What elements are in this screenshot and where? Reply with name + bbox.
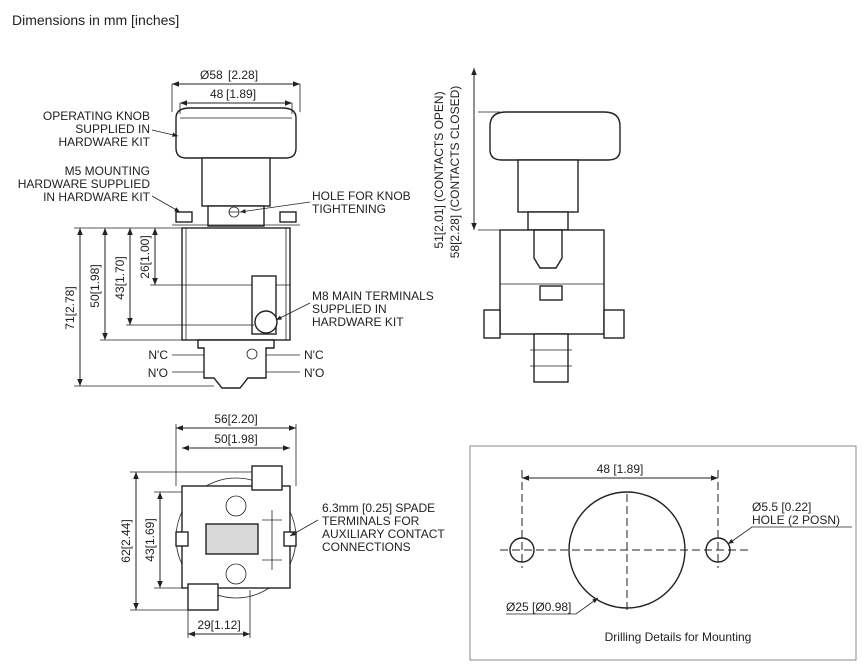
center-hole [568, 491, 686, 609]
dim-knob-diameter-in: [2.28] [228, 68, 258, 82]
top-terminal-bottom [187, 583, 219, 611]
drilling-details: 48 [1.89] Ø5.5 [0.22] HOLE (2 POSN) Ø25 … [469, 445, 857, 661]
dim-height-43: 43[1.70] [113, 256, 127, 299]
drilling-frame [469, 445, 857, 661]
dim-top-width-50: 50[1.98] [214, 432, 257, 446]
note-spade-line4: CONNECTIONS [322, 540, 411, 554]
spade-terminal-block [205, 523, 259, 555]
note-terminals-line3: HARDWARE KIT [312, 315, 404, 329]
dim-contacts-closed: 58[2.28] (CONTACTS CLOSED) [448, 86, 462, 259]
note-spade-line2: TERMINALS FOR [322, 514, 420, 528]
dim-contacts-open: 51[2.01] (CONTACTS OPEN) [432, 91, 446, 248]
dim-hole-diameter: Ø5.5 [0.22] [752, 500, 811, 514]
page-title: Dimensions in mm [inches] [12, 12, 180, 28]
note-spade-line1: 6.3mm [0.25] SPADE [322, 501, 435, 515]
dim-hole-note: HOLE (2 POSN) [752, 513, 840, 527]
dim-height-50: 50[1.98] [88, 264, 102, 307]
side-view: 51[2.01] (CONTACTS OPEN) 58[2.28] (CONTA… [432, 68, 625, 383]
front-view: Ø58 [2.28] 48 [1.89] OPERATING KNOB SUPP… [18, 68, 434, 389]
dim-hole-spacing: 48 [1.89] [597, 462, 644, 476]
note-hole-line2: TIGHTENING [312, 202, 386, 216]
dim-top-width-29: 29[1.12] [197, 618, 240, 632]
label-nc-left: N'C [148, 348, 168, 362]
side-knob [489, 111, 621, 161]
note-terminals-line1: M8 MAIN TERMINALS [312, 289, 434, 303]
operating-knob [175, 107, 297, 159]
label-nc-right: N'C [304, 348, 324, 362]
note-knob-line2: SUPPLIED IN [75, 122, 150, 136]
dim-knob-diameter: Ø58 [200, 68, 223, 82]
dim-knob-width-in: [1.89] [226, 87, 256, 101]
note-knob-line3: HARDWARE KIT [58, 135, 150, 149]
top-terminal-top [251, 465, 283, 491]
label-no-right: N'O [304, 366, 324, 380]
side-terminal-right [603, 309, 625, 339]
top-view: 56[2.20] 50[1.98] 29[1.12] 62[2.44] 43[1… [119, 412, 445, 638]
dim-top-height-43: 43[1.69] [143, 518, 157, 561]
dim-height-71: 71[2.78] [63, 286, 77, 329]
main-terminal [254, 310, 278, 334]
note-mounting-line3: IN HARDWARE KIT [43, 190, 151, 204]
mounting-hole-right [705, 537, 731, 563]
note-hole-line1: HOLE FOR KNOB [312, 189, 411, 203]
mounting-screw-left [175, 211, 193, 223]
drilling-caption: Drilling Details for Mounting [605, 630, 752, 644]
aux-contact-block [197, 339, 275, 389]
mounting-screw-right [279, 211, 297, 223]
dim-knob-width: 48 [210, 87, 224, 101]
note-terminals-line2: SUPPLIED IN [312, 302, 387, 316]
side-terminal-left [483, 309, 501, 339]
label-no-left: N'O [148, 366, 168, 380]
mounting-hole-left [509, 537, 535, 563]
note-spade-line3: AUXILIARY CONTACT [322, 527, 445, 541]
dim-top-height-62: 62[2.44] [119, 519, 133, 562]
note-mounting-line1: M5 MOUNTING [65, 164, 150, 178]
dim-center-diameter: Ø25 [Ø0.98] [506, 600, 571, 614]
knob-neck [201, 157, 271, 207]
dim-height-26: 26[1.00] [138, 235, 152, 278]
side-aux-block [533, 333, 569, 383]
note-mounting-line2: HARDWARE SUPPLIED [18, 177, 151, 191]
dim-top-width-56: 56[2.20] [214, 412, 257, 426]
note-knob-line1: OPERATING KNOB [43, 109, 150, 123]
